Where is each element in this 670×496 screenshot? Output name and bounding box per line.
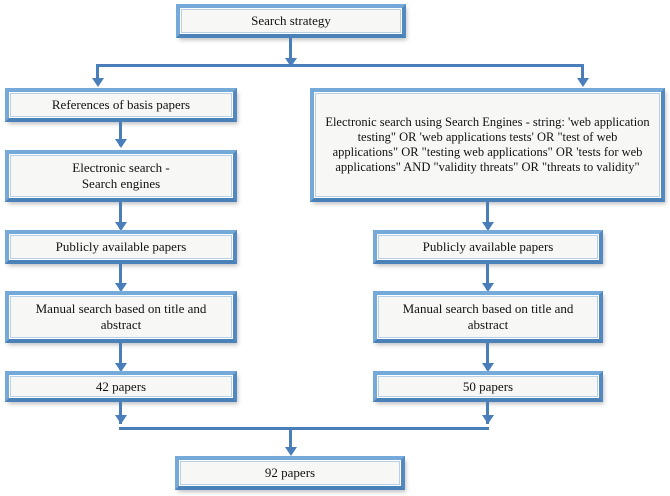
node-electronic-search-engines-label: Electronic search - Search engines xyxy=(72,160,170,191)
arrowhead-split-left xyxy=(92,78,104,87)
arrowhead-right-2-3 xyxy=(482,283,494,292)
node-right-manual-search[interactable]: Manual search based on title and abstrac… xyxy=(373,291,603,343)
node-references-of-basis-papers-label: References of basis papers xyxy=(51,97,191,113)
connector-left-2-3 xyxy=(119,202,122,229)
node-92-papers[interactable]: 92 papers xyxy=(175,456,405,490)
node-search-strategy-label: Search strategy xyxy=(251,13,331,29)
connector-split-bar xyxy=(96,64,584,67)
arrowhead-split-right xyxy=(577,78,589,87)
node-50-papers-label: 50 papers xyxy=(462,378,514,394)
node-50-papers[interactable]: 50 papers xyxy=(373,371,603,402)
connector-right-3-4 xyxy=(486,343,489,370)
arrowhead-merge-left xyxy=(115,415,127,424)
arrowhead-root-stem xyxy=(285,58,297,67)
node-electronic-search-engines[interactable]: Electronic search - Search engines xyxy=(5,150,237,202)
arrowhead-left-3-4 xyxy=(115,283,127,292)
connector-split-right-drop xyxy=(581,64,584,82)
connector-merge-stem xyxy=(289,427,292,453)
arrowhead-left-4-5 xyxy=(115,363,127,372)
node-left-manual-search-label: Manual search based on title and abstrac… xyxy=(35,301,207,332)
connector-right-1-2 xyxy=(486,202,489,229)
arrowhead-merge-stem xyxy=(285,447,297,456)
arrowhead-left-2-3 xyxy=(115,222,127,231)
node-search-strategy[interactable]: Search strategy xyxy=(176,4,406,38)
node-42-papers-label: 42 papers xyxy=(95,378,147,394)
node-92-papers-label: 92 papers xyxy=(264,465,316,481)
connector-root-stem xyxy=(289,38,292,62)
connector-left-4-5 xyxy=(119,343,122,370)
node-left-publicly-available-papers-label: Publicly available papers xyxy=(55,239,187,255)
node-right-publicly-available-papers-label: Publicly available papers xyxy=(422,239,554,255)
connector-right-2-3 xyxy=(486,264,489,290)
arrowhead-merge-right xyxy=(482,415,494,424)
node-right-publicly-available-papers[interactable]: Publicly available papers xyxy=(373,230,603,264)
connector-merge-left-drop xyxy=(119,402,122,424)
connector-split-left-drop xyxy=(96,64,99,82)
connector-merge-right-drop xyxy=(486,402,489,424)
node-references-of-basis-papers[interactable]: References of basis papers xyxy=(5,88,237,122)
node-electronic-search-string[interactable]: Electronic search using Search Engines -… xyxy=(310,88,665,202)
arrowhead-left-1-2 xyxy=(115,139,127,148)
arrowhead-right-1-2 xyxy=(482,222,494,231)
node-left-publicly-available-papers[interactable]: Publicly available papers xyxy=(5,230,237,264)
node-42-papers[interactable]: 42 papers xyxy=(5,371,237,402)
node-right-manual-search-label: Manual search based on title and abstrac… xyxy=(402,301,574,332)
connector-left-1-2 xyxy=(119,122,122,146)
connector-left-3-4 xyxy=(119,264,122,290)
node-electronic-search-string-label: Electronic search using Search Engines -… xyxy=(325,114,650,175)
connector-merge-bar xyxy=(119,427,489,430)
arrowhead-right-3-4 xyxy=(482,363,494,372)
node-left-manual-search[interactable]: Manual search based on title and abstrac… xyxy=(5,291,237,343)
